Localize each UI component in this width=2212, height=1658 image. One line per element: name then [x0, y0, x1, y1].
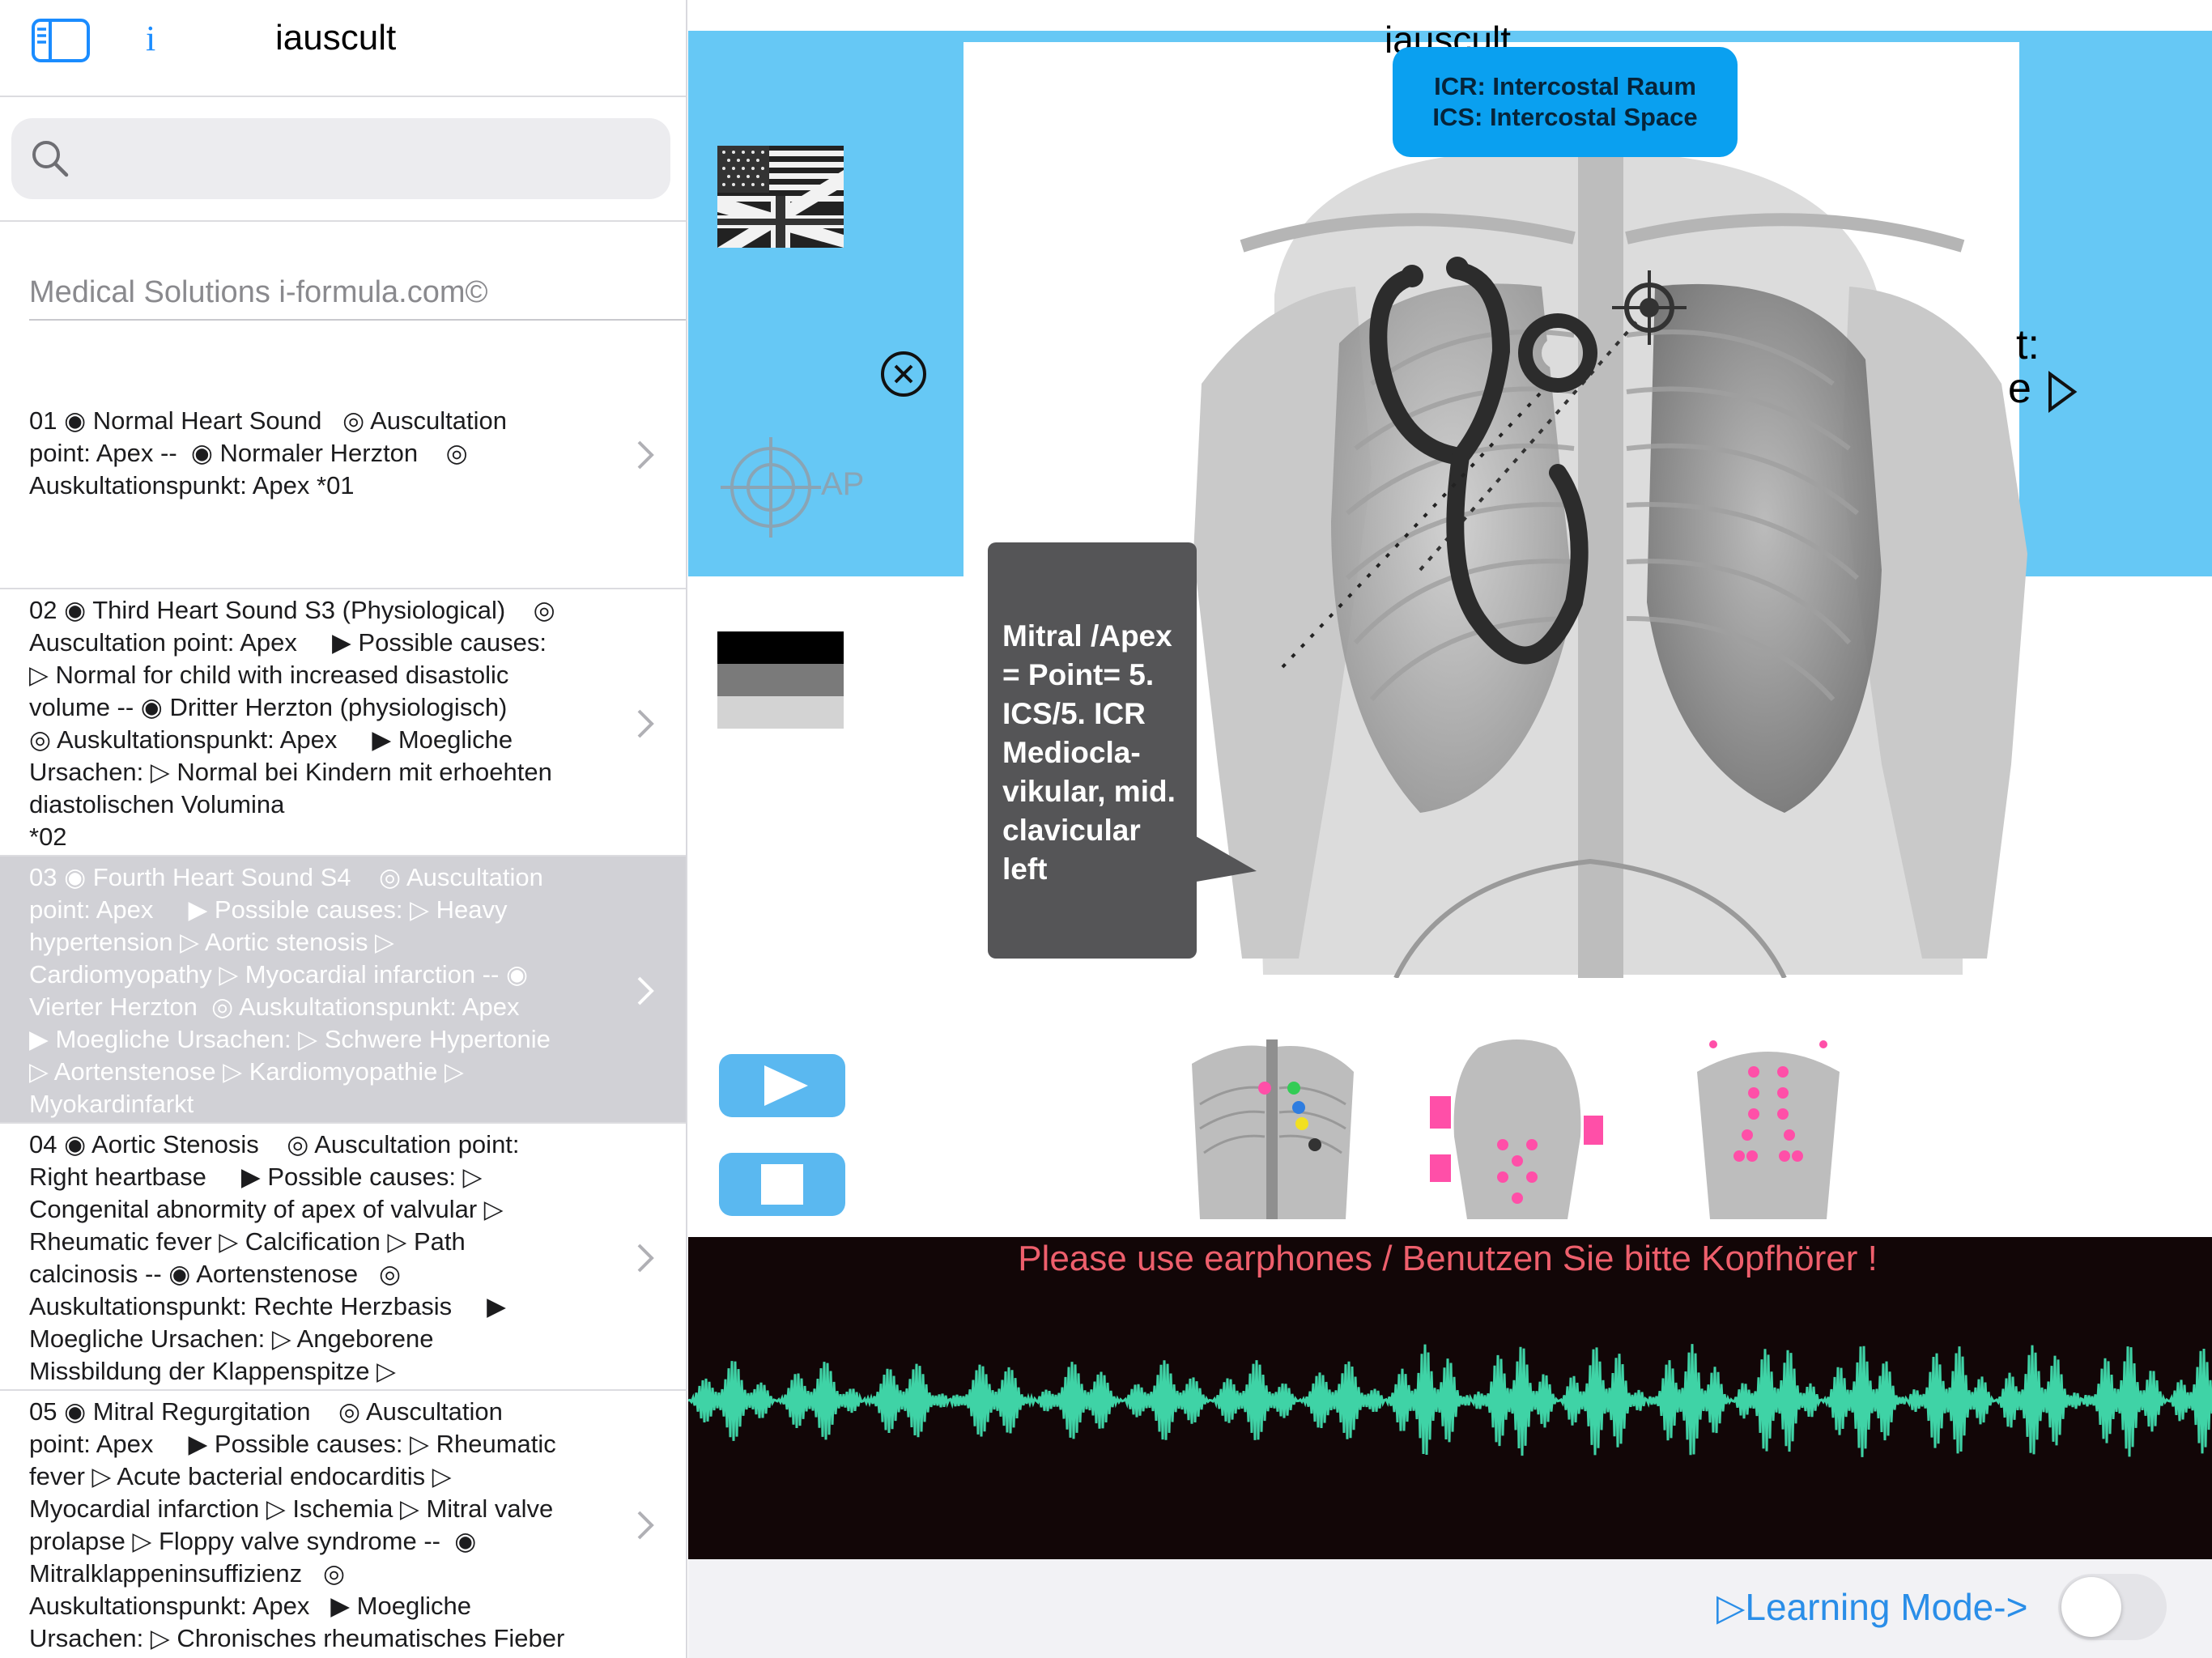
target-icon — [721, 437, 821, 538]
chevron-right-icon — [637, 440, 654, 470]
list-item-text: 05 ◉ Mitral Regurgitation ◎ Auscultation… — [29, 1397, 565, 1652]
toggle-knob — [2061, 1577, 2121, 1637]
list-item-text: 01 ◉ Normal Heart Sound ◎ Auscultation p… — [29, 406, 507, 500]
list-item[interactable]: 03 ◉ Fourth Heart Sound S4 ◎ Auscultatio… — [0, 857, 686, 1124]
thumbnail-chest-side[interactable] — [1184, 1039, 1359, 1219]
partial-label: e — [2008, 365, 2031, 412]
legend-tooltip: ICR: Intercostal Raum ICS: Intercostal S… — [1393, 47, 1738, 157]
thumbnail-back[interactable] — [1681, 1039, 1856, 1219]
play-icon — [764, 1065, 808, 1106]
divider — [0, 220, 686, 222]
main-panel: AP t: e — [688, 0, 2212, 1658]
divider — [29, 319, 686, 321]
anatomy-illustration — [1193, 149, 2027, 978]
list-item-text: 03 ◉ Fourth Heart Sound S4 ◎ Auscultatio… — [29, 863, 551, 1118]
sidebar-title: iauscult — [275, 18, 397, 57]
list-item[interactable]: 01 ◉ Normal Heart Sound ◎ Auscultation p… — [0, 322, 686, 589]
tooltip-line: ICS: Intercostal Space — [1432, 103, 1698, 131]
earphones-warning: Please use earphones / Benutzen Sie bitt… — [1018, 1239, 1878, 1278]
close-circle-icon[interactable] — [879, 350, 928, 398]
search-bar[interactable] — [11, 118, 670, 199]
learning-mode-toggle[interactable] — [2058, 1574, 2167, 1640]
chevron-right-icon — [637, 1511, 654, 1540]
stop-icon — [761, 1164, 803, 1205]
sidebar-toggle-icon[interactable] — [31, 18, 91, 63]
stop-button[interactable] — [719, 1153, 845, 1216]
tooltip-line: ICR: Intercostal Raum — [1434, 72, 1696, 100]
learning-mode-label: ▷Learning Mode-> — [1716, 1586, 2028, 1628]
search-icon — [32, 141, 69, 177]
chevron-right-icon — [637, 976, 654, 1005]
list-item[interactable]: 02 ◉ Third Heart Sound S3 (Physiological… — [0, 589, 686, 857]
list-item-text: 04 ◉ Aortic Stenosis ◎ Auscultation poin… — [29, 1130, 520, 1385]
search-input[interactable] — [84, 134, 651, 183]
grayscale-swatch[interactable] — [717, 631, 844, 732]
bottom-bar — [688, 1559, 2212, 1658]
chevron-right-icon — [637, 1244, 654, 1273]
waveform-trace — [688, 1344, 2212, 1457]
sidebar-header: i iauscult — [0, 0, 686, 97]
play-outline-icon[interactable] — [2047, 371, 2078, 413]
callout-pointer — [1192, 834, 1257, 882]
play-button[interactable] — [719, 1054, 845, 1117]
list-item[interactable]: 04 ◉ Aortic Stenosis ◎ Auscultation poin… — [0, 1124, 686, 1391]
flag-us-uk-icon[interactable] — [717, 146, 844, 248]
section-header: Medical Solutions i-formula.com© — [29, 275, 488, 309]
list-item-text: 02 ◉ Third Heart Sound S3 (Physiological… — [29, 596, 555, 851]
target-label: AP — [821, 466, 865, 502]
thumbnail-abdomen-front[interactable] — [1430, 1039, 1605, 1219]
partial-label: t: — [2016, 321, 2040, 368]
chevron-right-icon — [637, 709, 654, 738]
list-item[interactable]: 05 ◉ Mitral Regurgitation ◎ Auscultation… — [0, 1391, 686, 1658]
target-button[interactable]: AP — [721, 437, 866, 542]
callout-text: Mitral /Apex = Point= 5. ICS/5. ICR Medi… — [1002, 619, 1176, 886]
waveform — [688, 1344, 2212, 1457]
callout-box: Mitral /Apex = Point= 5. ICS/5. ICR Medi… — [988, 542, 1197, 959]
sidebar: i iauscult Medical Solutions i-formula.c… — [0, 0, 687, 1658]
sound-list: 01 ◉ Normal Heart Sound ◎ Auscultation p… — [0, 322, 686, 1658]
info-icon[interactable]: i — [146, 19, 156, 58]
